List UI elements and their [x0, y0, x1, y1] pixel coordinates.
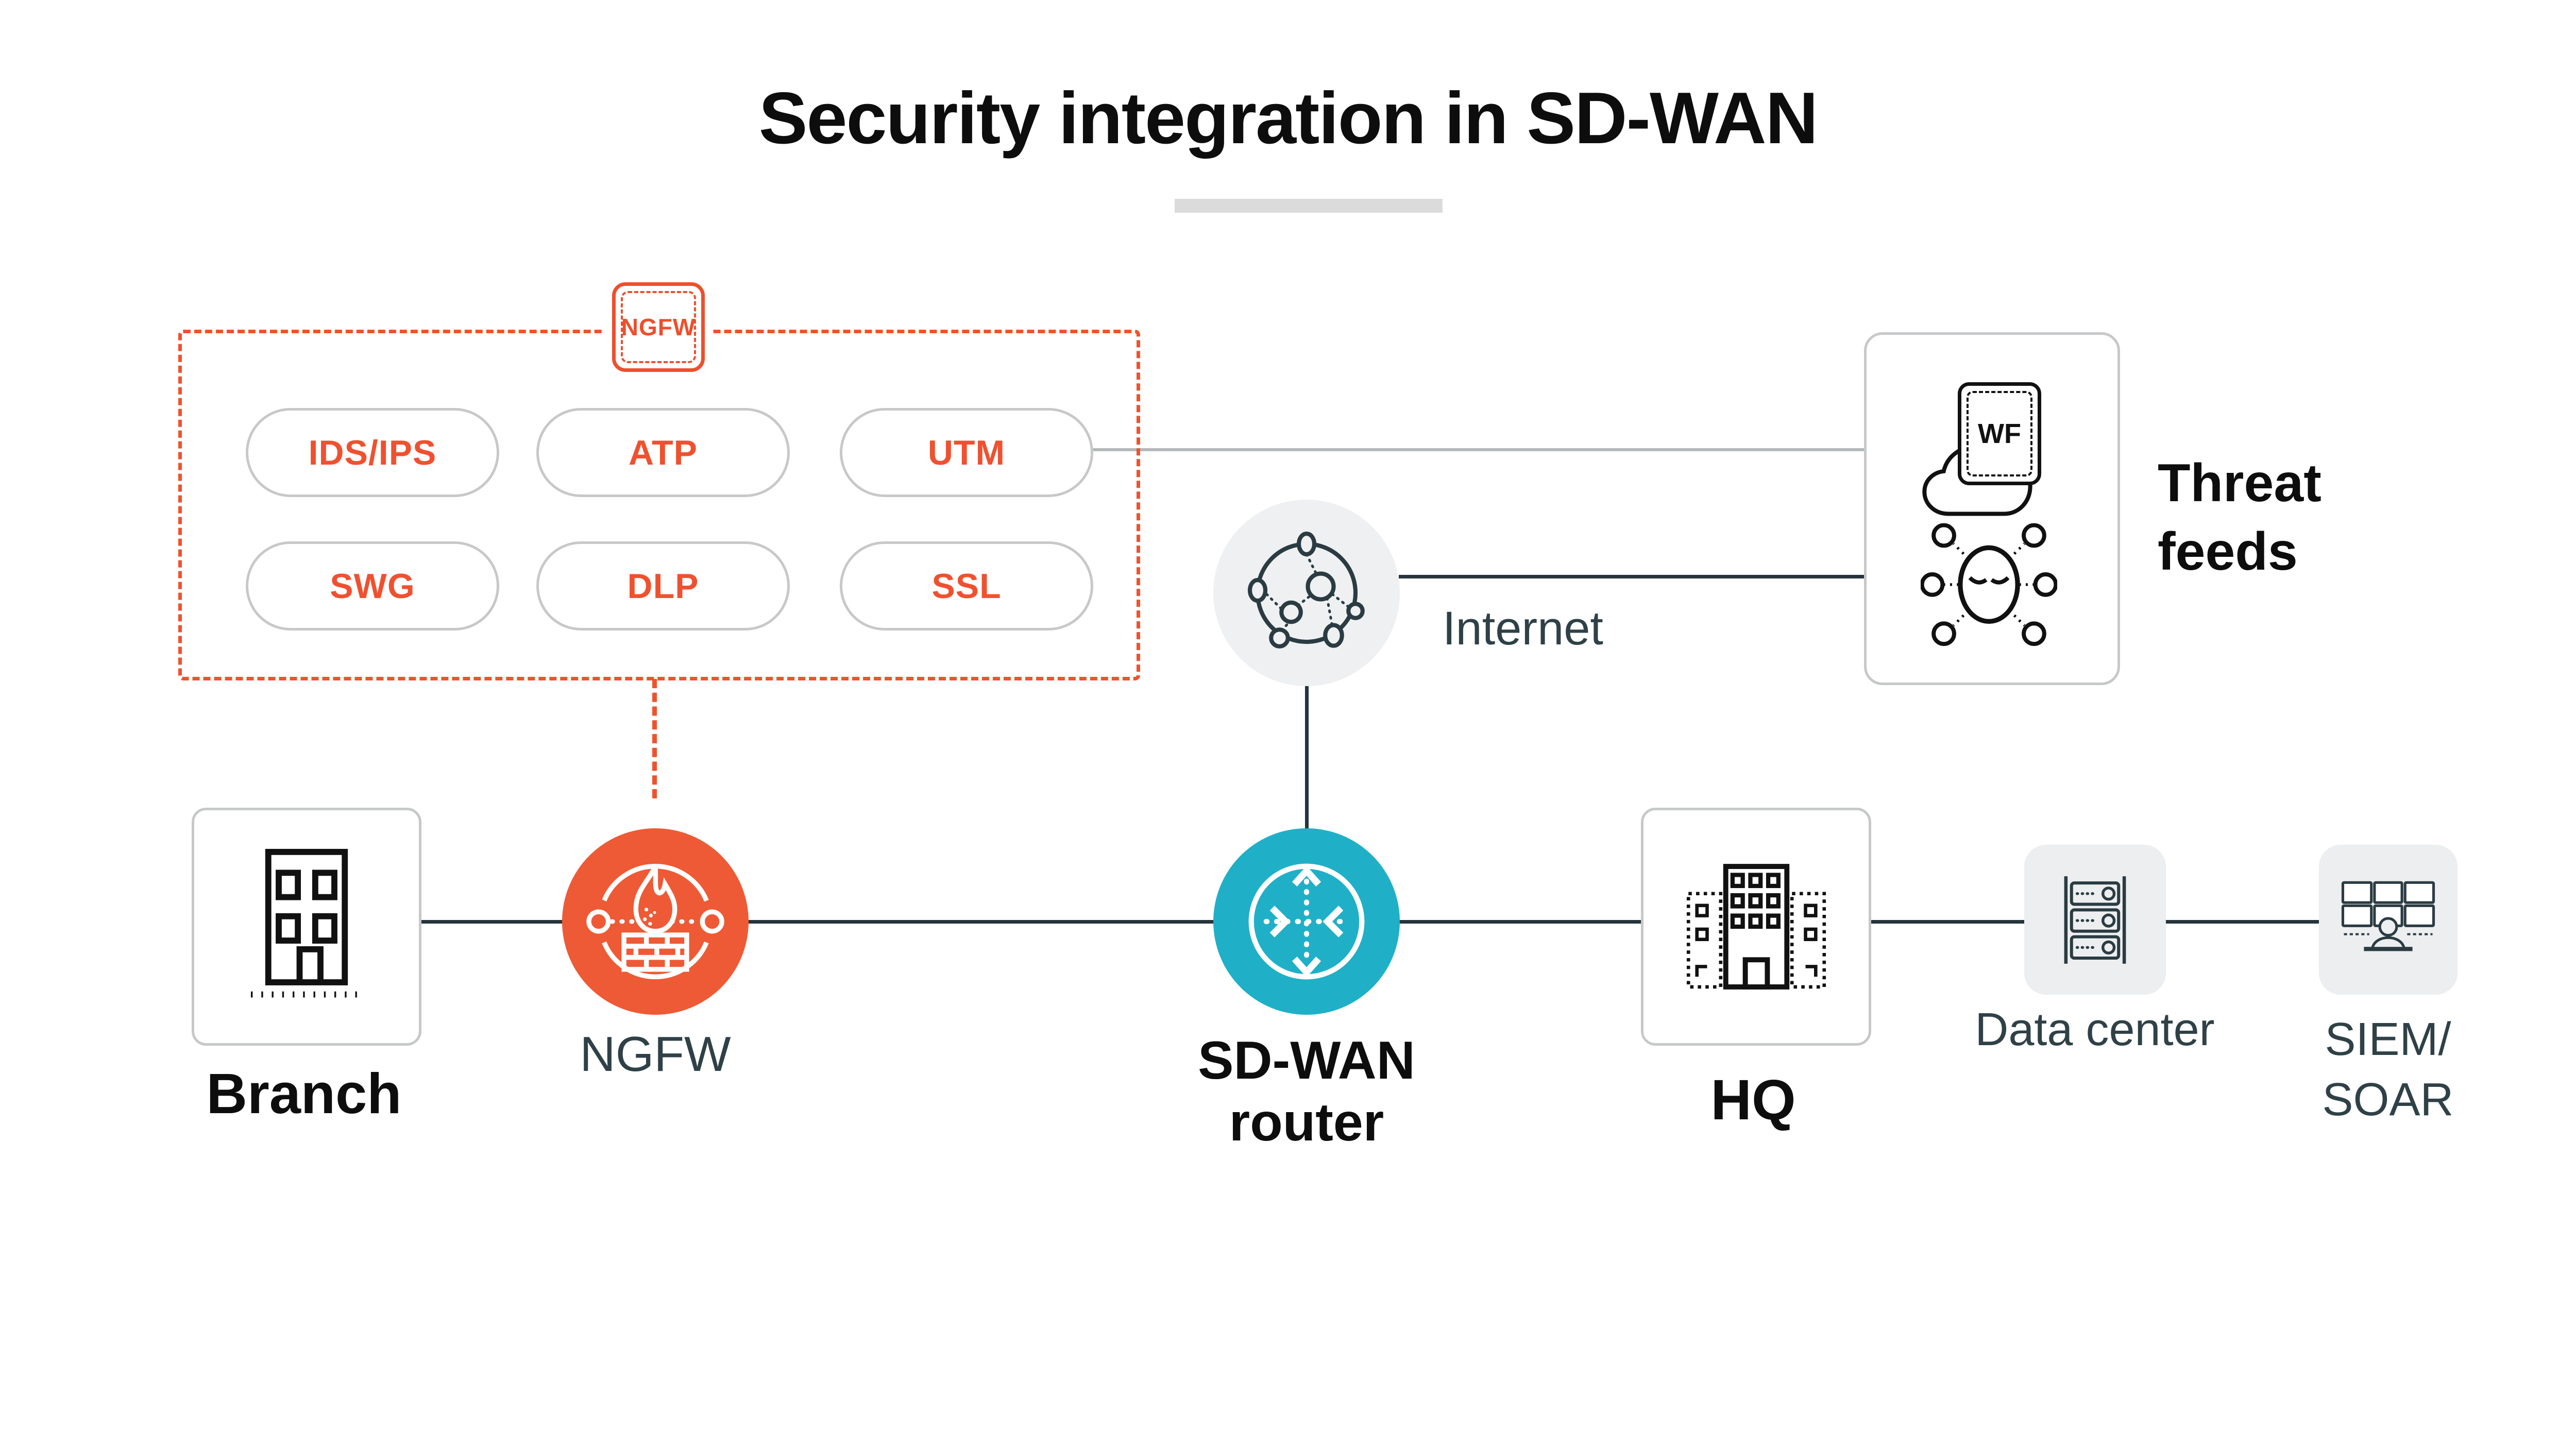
ngfw-node — [562, 828, 749, 1015]
data-center-label: Data center — [1975, 1004, 2215, 1055]
server-rack-icon — [2064, 876, 2126, 964]
pill-ssl: SSL — [840, 541, 1093, 630]
ngfw-label: NGFW — [580, 1027, 731, 1082]
malware-icon — [1921, 518, 2057, 654]
siem-soar-label-line1: SIEM/ — [2325, 1014, 2451, 1065]
ngfw-tag-box: NGFW — [612, 282, 705, 372]
siem-soar-label-line2: SOAR — [2322, 1074, 2454, 1126]
branch-building-icon — [251, 848, 362, 998]
wf-document-label: WF — [1978, 418, 2021, 449]
pill-dlp-label: DLP — [627, 566, 699, 606]
pill-ssl-label: SSL — [931, 566, 1002, 606]
threat-feeds-label-line1: Threat — [2158, 453, 2321, 513]
pill-atp: ATP — [536, 408, 790, 497]
pill-utm-label: UTM — [927, 433, 1006, 472]
connector-datacenter-siem — [2165, 920, 2320, 924]
pill-atp-label: ATP — [629, 433, 698, 472]
ngfw-tag-label: NGFW — [621, 314, 696, 340]
siem-soar-tile — [2319, 845, 2458, 995]
branch-label: Branch — [206, 1062, 402, 1126]
hq-label: HQ — [1710, 1068, 1796, 1132]
pill-ids-ips: IDS/IPS — [246, 408, 499, 497]
connector-internet-sdwan — [1305, 685, 1309, 829]
data-center-tile — [2024, 845, 2166, 995]
ngfw-tag-inner-dashed: NGFW — [621, 291, 696, 363]
pill-swg-label: SWG — [330, 566, 415, 606]
connector-branch-ngfw — [415, 920, 563, 924]
pill-utm: UTM — [840, 408, 1093, 497]
sdwan-router-label-line2: router — [1229, 1092, 1384, 1152]
hq-building-icon — [1686, 864, 1826, 990]
internet-label: Internet — [1443, 602, 1603, 655]
threat-feeds-label: Threat feeds — [2158, 449, 2321, 586]
pill-ids-ips-label: IDS/IPS — [308, 433, 437, 472]
firewall-icon — [586, 863, 724, 980]
connector-utm-threatfeeds — [1088, 448, 1864, 451]
ngfw-group-dashed-connector — [652, 679, 657, 798]
sdwan-router-node — [1213, 828, 1400, 1015]
pill-dlp: DLP — [536, 541, 790, 630]
connector-ngfw-sdwan — [748, 920, 1214, 924]
page-title: Security integration in SD-WAN — [758, 77, 1818, 159]
wf-document-inner: WF — [1967, 391, 2032, 476]
branch-box — [192, 808, 421, 1046]
title-underline-bar — [1175, 199, 1443, 213]
sdwan-router-label-line1: SD-WAN — [1198, 1031, 1415, 1090]
siem-soar-label: SIEM/ SOAR — [2254, 1010, 2522, 1130]
internet-globe-icon — [1247, 531, 1365, 649]
monitoring-desk-icon — [2341, 881, 2435, 951]
connector-sdwan-hq — [1399, 920, 1642, 924]
connector-internet-threatfeeds — [1399, 575, 1864, 578]
internet-node — [1213, 500, 1400, 686]
router-icon — [1248, 863, 1365, 980]
wf-document-icon: WF — [1958, 382, 2041, 485]
hq-box — [1641, 808, 1871, 1046]
threat-feeds-label-line2: feeds — [2158, 522, 2298, 582]
connector-hq-datacenter — [1865, 920, 2025, 924]
pill-swg: SWG — [246, 541, 499, 630]
sdwan-router-label: SD-WAN router — [1178, 1030, 1435, 1153]
